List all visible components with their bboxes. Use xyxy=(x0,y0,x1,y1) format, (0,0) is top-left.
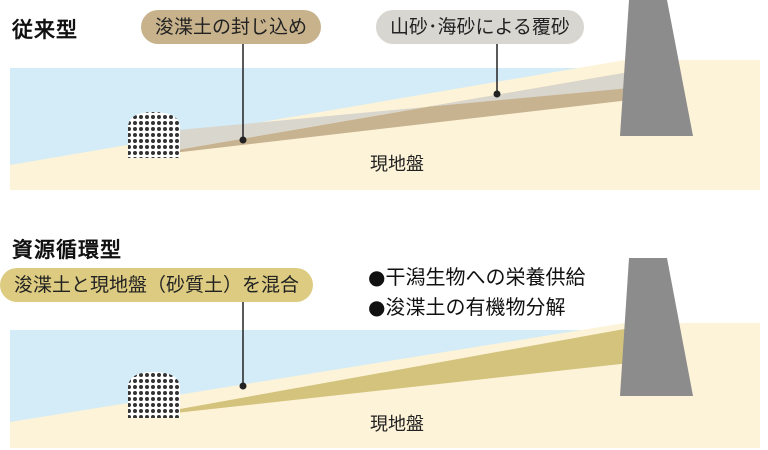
sand-cap-layer xyxy=(130,72,630,158)
conventional-heading: 従来型 xyxy=(12,18,78,42)
recycling-heading: 資源循環型 xyxy=(12,238,122,262)
recycling-panel: 資源循環型 浚渫土と現地盤（砂質土）を混合 ●干潟生物への栄養供給 ●浚渫土の有… xyxy=(0,228,768,450)
benefit-item: ●干潟生物への栄養供給 xyxy=(368,265,586,289)
mixed-soil-layer xyxy=(130,328,630,418)
dredged-soil-mound xyxy=(128,112,180,158)
ground-label-bottom: 現地盤 xyxy=(370,414,424,435)
callout-mixing: 浚渫土と現地盤（砂質土）を混合 xyxy=(0,268,314,302)
callout-dredged-containment: 浚渫土の封じ込め xyxy=(141,10,322,44)
seawall xyxy=(620,258,693,396)
callout-sand-capping: 山砂･海砂による覆砂 xyxy=(376,10,584,44)
benefit-item: ●浚渫土の有機物分解 xyxy=(368,295,566,319)
leader-dot-right xyxy=(493,90,501,98)
conventional-scene xyxy=(10,0,760,190)
leader-dot-mix xyxy=(239,382,247,390)
leader-dot-left xyxy=(239,136,247,144)
benefits-list: ●干潟生物への栄養供給 ●浚渫土の有機物分解 xyxy=(368,262,585,322)
dredged-soil-mound xyxy=(128,372,180,418)
seawall xyxy=(620,0,693,136)
conventional-panel: 従来型 浚渫土の封じ込め 山砂･海砂による覆砂 現地盤 xyxy=(0,0,768,200)
ground-label-top: 現地盤 xyxy=(370,154,424,175)
recycling-scene xyxy=(10,258,760,448)
